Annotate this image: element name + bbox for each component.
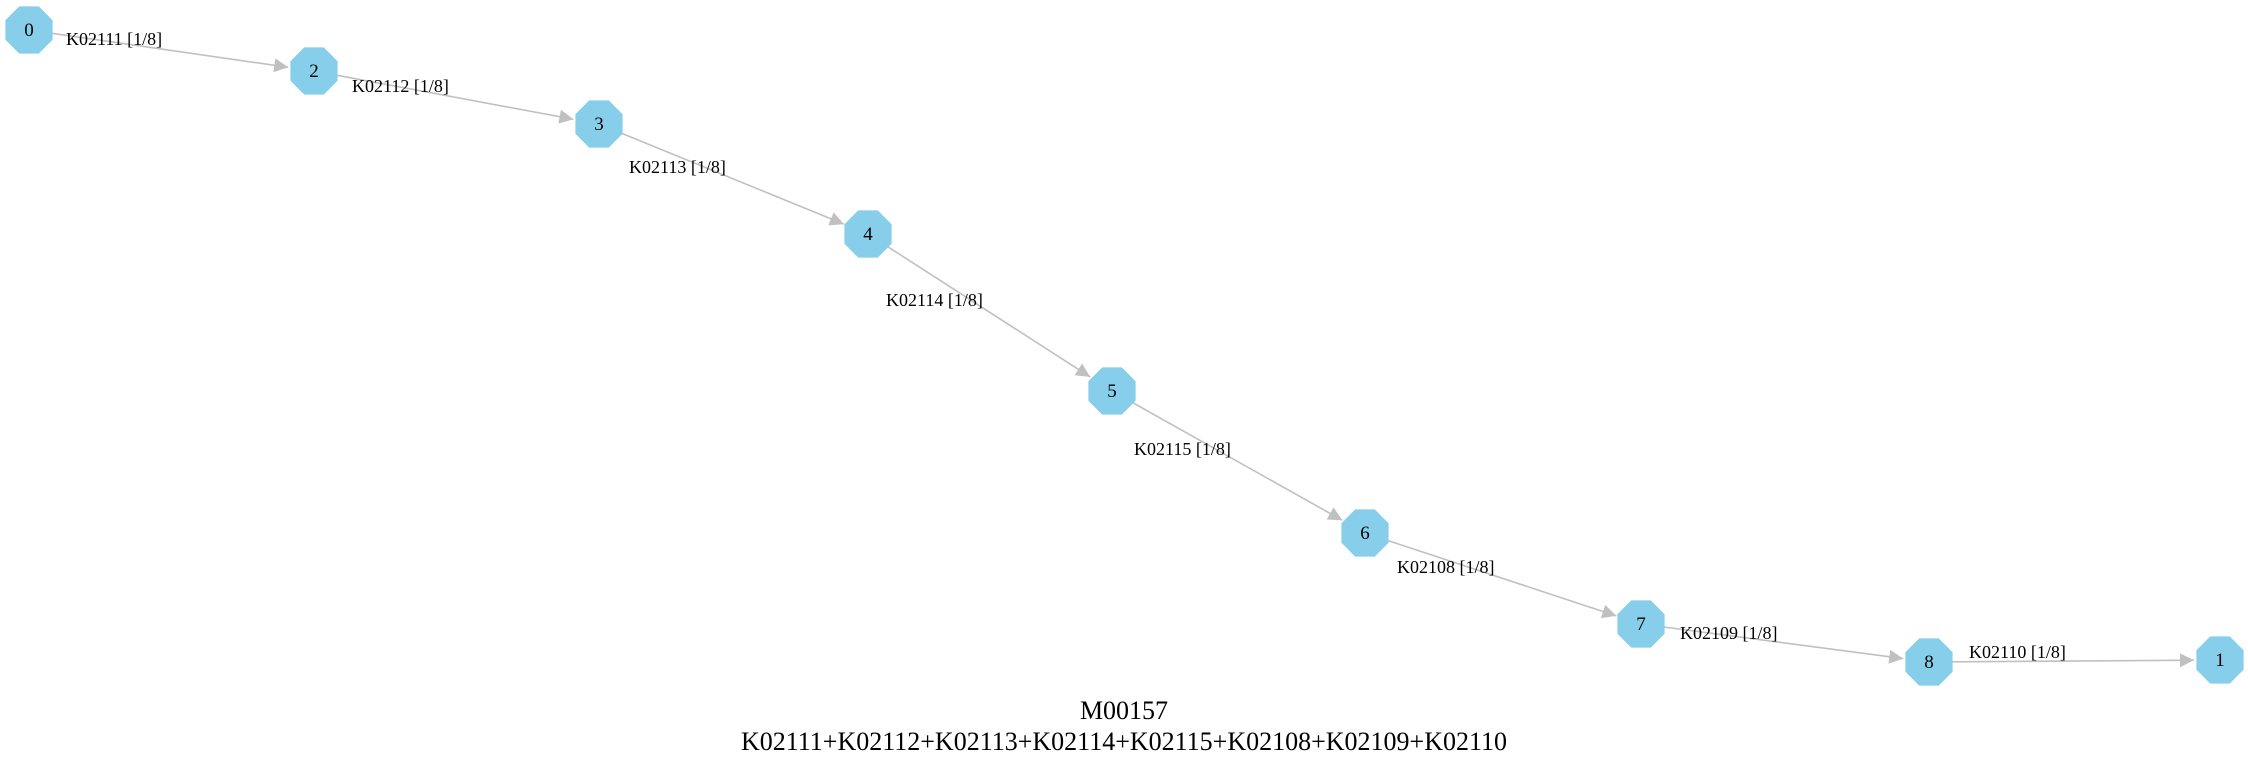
node-5: 5 <box>1088 367 1136 415</box>
node-octagon-6 <box>1341 509 1389 557</box>
node-label-1: 1 <box>2215 650 2225 671</box>
edge-4-5 <box>886 245 1091 378</box>
edge-label-0-2: K02111 [1/8] <box>66 29 162 49</box>
nodes-layer: 0 2 3 4 5 6 7 8 1 <box>5 6 2244 686</box>
node-label-7: 7 <box>1636 614 1646 635</box>
module-definition: K02111+K02112+K02113+K02114+K02115+K0210… <box>741 727 1507 756</box>
node-label-4: 4 <box>863 224 873 245</box>
edges-layer <box>51 32 2195 668</box>
edge-label-7-8: K02109 [1/8] <box>1680 623 1778 643</box>
node-label-3: 3 <box>594 114 604 135</box>
node-octagon-3 <box>575 100 623 148</box>
node-octagon-1 <box>2196 636 2244 684</box>
node-1: 1 <box>2196 636 2244 684</box>
node-octagon-8 <box>1905 638 1953 686</box>
edge-label-2-3: K02112 [1/8] <box>352 76 449 96</box>
node-octagon-4 <box>844 210 892 258</box>
edge-labels-layer: K02111 [1/8] K02112 [1/8] K02113 [1/8] K021… <box>66 29 2066 662</box>
node-octagon-2 <box>290 47 338 95</box>
node-4: 4 <box>844 210 892 258</box>
module-id: M00157 <box>1080 696 1168 725</box>
edge-5-6 <box>1131 401 1343 521</box>
node-7: 7 <box>1617 600 1665 648</box>
edge-3-4 <box>619 131 845 226</box>
node-octagon-5 <box>1088 367 1136 415</box>
edge-0-2 <box>51 32 289 73</box>
node-octagon-7 <box>1617 600 1665 648</box>
node-3: 3 <box>575 100 623 148</box>
edge-6-7 <box>1386 539 1617 619</box>
node-8: 8 <box>1905 638 1953 686</box>
node-2: 2 <box>290 47 338 95</box>
edge-label-4-5: K02114 [1/8] <box>886 290 983 310</box>
node-6: 6 <box>1341 509 1389 557</box>
edge-label-5-6: K02115 [1/8] <box>1134 439 1231 459</box>
node-label-5: 5 <box>1107 381 1117 402</box>
edge-7-8 <box>1663 626 1904 664</box>
node-label-2: 2 <box>309 61 319 82</box>
node-label-6: 6 <box>1360 523 1370 544</box>
edge-8-1 <box>1951 653 2195 668</box>
node-label-0: 0 <box>24 20 34 41</box>
node-0: 0 <box>5 6 53 54</box>
node-octagon-0 <box>5 6 53 54</box>
edge-label-6-7: K02108 [1/8] <box>1397 557 1495 577</box>
node-label-8: 8 <box>1924 652 1934 673</box>
edge-label-3-4: K02113 [1/8] <box>629 157 726 177</box>
edge-2-3 <box>336 74 574 124</box>
edge-label-8-1: K02110 [1/8] <box>1969 642 2066 662</box>
